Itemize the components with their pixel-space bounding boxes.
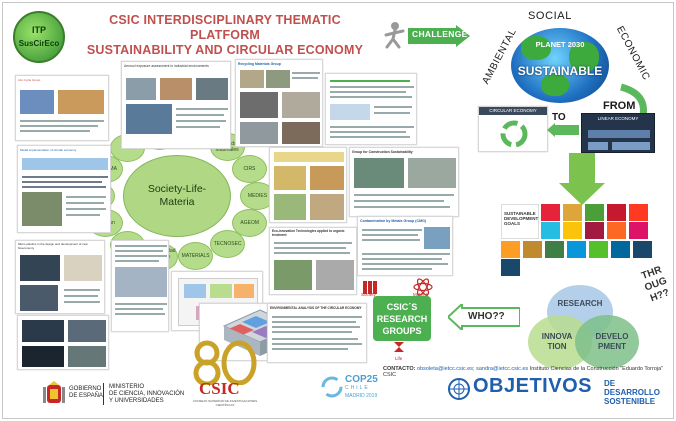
sustainable-planet-globe: PLANET 2030 SUSTAINABLE	[511, 28, 609, 103]
recycle-icon	[500, 120, 528, 148]
sdg-tile	[607, 222, 626, 239]
spain-coat-of-arms-icon	[43, 381, 65, 403]
poster-panel-groups-text	[325, 73, 417, 145]
walking-person-icon	[384, 22, 405, 49]
cop25-text: COP25 CHILE MADRID 2019	[345, 374, 378, 400]
flower-petal: CIRS	[231, 154, 267, 183]
sdg-tile	[611, 241, 630, 258]
poster-panel-circular-model: Model implementation of circular economy	[17, 145, 111, 233]
planet-2030-label: PLANET 2030	[535, 40, 585, 49]
life-label: Life	[395, 356, 403, 361]
title-line-2: SUSTAINABILITY AND CIRCULAR ECONOMY	[86, 43, 364, 57]
who-arrow: WHO??	[448, 304, 520, 330]
poster-panel-images-bottom-left	[17, 315, 109, 370]
logo-itp-text: ITP	[31, 25, 46, 35]
materia-label: Materia	[413, 292, 429, 297]
venn-research-label: RESEARCH	[557, 299, 603, 308]
sdg-title: SUSTAINABLE DEVELOPMENT GOALS	[504, 211, 539, 226]
csic-subtitle: CONSEJO SUPERIOR DE INVESTIGACIONES CIEN…	[192, 399, 258, 407]
society-label: Society	[361, 292, 376, 297]
sdg-tile	[629, 222, 648, 239]
flower-center: Society-Life-Materia	[123, 155, 231, 237]
sdg-tile	[585, 204, 604, 221]
linear-economy-diagram: LINEAR ECONOMY	[581, 113, 655, 153]
challenge-label: CHALLENGE	[412, 29, 468, 39]
itp-suscireco-logo: ITP SusCirEco	[13, 11, 65, 63]
poster-panel-microplastics: Micro-plastics in the design and develop…	[15, 240, 105, 314]
csic-80-logo: CSIC CONSEJO SUPERIOR DE INVESTIGACIONES…	[181, 339, 265, 411]
logo-suscireco-text: SusCirEco	[18, 39, 60, 48]
sdg-tile	[501, 241, 520, 258]
sdg-tile	[563, 204, 582, 221]
sdg-tile	[501, 259, 520, 276]
sdg-tile	[567, 241, 586, 258]
sdg-tile	[545, 241, 564, 258]
flower-petal: TECNOSEC	[210, 230, 246, 259]
poster-panel-life-cycle: Life Cycle Group	[15, 75, 109, 141]
social-label: SOCIAL	[528, 10, 572, 22]
sdg-tile	[563, 222, 582, 239]
csic-research-groups: Society Materia CSIC´S RESEARCH GROUPS	[361, 278, 441, 352]
sdg-tile	[585, 222, 604, 239]
csic-wordmark: CSIC	[199, 379, 240, 398]
atom-icon	[413, 278, 433, 296]
csic-80-anniversary-icon	[193, 340, 257, 385]
csic-research-groups-label: CSIC´S RESEARCH GROUPS	[373, 296, 431, 341]
circular-economy-caption: CIRCULAR ECONOMY	[479, 107, 547, 115]
sdg-title-tile: SUSTAINABLE DEVELOPMENT GOALS	[501, 204, 539, 239]
sdg-tile	[589, 241, 608, 258]
flower-petal: AGEOM	[232, 208, 268, 237]
poster-title: CSIC INTERDISCIPLINARY THEMATIC PLATFORM…	[75, 13, 375, 58]
sdg-tile	[541, 204, 560, 221]
contact-line: CONTACTO: obsoleta@ietcc.csic.es; sandra…	[383, 366, 664, 378]
from-label: FROM	[603, 100, 636, 112]
circular-economy-diagram: CIRCULAR ECONOMY	[478, 106, 548, 152]
sdg-tile	[633, 241, 652, 258]
to-label: TO	[552, 112, 566, 123]
poster-panel-recycling: Recycling Materials Group	[235, 59, 323, 147]
who-label: WHO??	[468, 311, 505, 322]
linear-economy-caption: LINEAR ECONOMY	[597, 116, 639, 121]
title-line-1: CSIC INTERDISCIPLINARY THEMATIC PLATFORM	[109, 13, 341, 42]
challenge-arrow-icon	[408, 25, 470, 47]
sdg-tile	[629, 204, 648, 221]
poster-panel-aerosol: Aerosol exposure assessment in industria…	[121, 61, 231, 149]
un-emblem-icon	[448, 378, 470, 400]
poster-panel-eco-innovation: Eco-innovation Technologies applied to o…	[269, 227, 357, 295]
sustainable-label: SUSTAINABLE	[517, 64, 603, 78]
down-arrow-icon	[559, 153, 605, 205]
poster-panel-metals: Contamination by Metals Group (CMG)	[357, 216, 453, 276]
sdg-tile	[541, 222, 560, 239]
objetivos-wordmark: OBJETIVOS	[473, 375, 592, 397]
sdg-grid: SUSTAINABLE DEVELOPMENT GOALS	[501, 204, 653, 276]
challenge-arrow: CHALLENGE	[408, 25, 470, 47]
who-arrow-icon	[448, 304, 520, 330]
to-arrow-icon	[547, 123, 579, 137]
poster-panel-map	[269, 147, 347, 223]
flower-petal: MATERIALS	[178, 242, 214, 271]
books-icon	[363, 281, 377, 294]
economic-label: ECONOMIC	[614, 24, 652, 83]
poster-panel-text-block	[111, 240, 169, 332]
sdg-tile	[607, 204, 626, 221]
cop25-logo-icon	[321, 376, 343, 398]
contact-emails-link[interactable]: obsoleta@ietcc.csic.es; sandra@ietcc.csi…	[417, 366, 529, 372]
poster-panel-construction: Group for Construction Sustainability	[349, 147, 459, 217]
sdg-tile	[523, 241, 542, 258]
poster-panel-environmental-analysis: ENVIRONMENTAL ANALYSIS OF THE CIRCULAR E…	[267, 303, 367, 363]
hourglass-icon	[394, 342, 404, 352]
